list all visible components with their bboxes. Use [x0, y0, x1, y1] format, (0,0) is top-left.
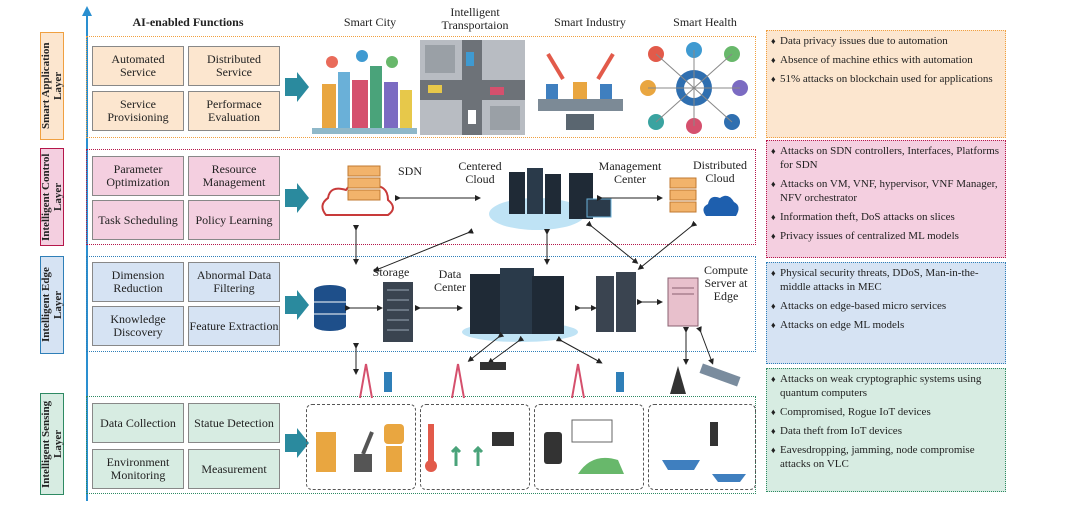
- function-distributed-service: Distributed Service: [188, 46, 280, 86]
- database-icon: [314, 285, 346, 331]
- threat-item: Attacks on SDN controllers, Interfaces, …: [771, 144, 1001, 172]
- function-policy-learning: Policy Learning: [188, 200, 280, 240]
- threat-item: Information theft, DoS attacks on slices: [771, 210, 1001, 224]
- function-service-provisioning: Service Provisioning: [92, 91, 184, 131]
- sensing-group-3: [534, 404, 644, 490]
- threat-item: Attacks on edge-based micro services: [771, 299, 1001, 313]
- header-ai-functions: AI-enabled Functions: [132, 15, 244, 29]
- sensing-towers: [359, 362, 741, 399]
- function-dimension-reduction: Dimension Reduction: [92, 262, 184, 302]
- function-data-collection: Data Collection: [92, 403, 184, 443]
- management-center-label: Management Center: [598, 159, 662, 186]
- header-smart-industry: Smart Industry: [554, 15, 626, 29]
- storage-rack-icon: [383, 282, 413, 342]
- threat-item: Data theft from IoT devices: [771, 424, 1001, 438]
- threat-item: Data privacy issues due to automation: [771, 34, 1001, 48]
- sensing-group-4: [648, 404, 756, 490]
- centered-cloud-icon: [489, 168, 585, 230]
- threat-item: Attacks on edge ML models: [771, 318, 1001, 332]
- smart-city-illustration: [312, 44, 417, 134]
- function-resource-management: Resource Management: [188, 156, 280, 196]
- centered-cloud-label: Centered Cloud: [458, 159, 502, 186]
- threat-item: Physical security threats, DDoS, Man-in-…: [771, 266, 1001, 294]
- arrow-application: [285, 72, 309, 102]
- management-center-icon: [569, 173, 612, 219]
- smart-health-illustration: [640, 42, 748, 134]
- sensing-group-2: [420, 404, 530, 490]
- header-smart-city: Smart City: [343, 15, 397, 29]
- data-center-icon: [462, 268, 578, 342]
- threats-edge: Physical security threats, DDoS, Man-in-…: [766, 262, 1006, 364]
- sdn-label: SDN: [397, 164, 422, 178]
- sdn-server-cloud-icon: [321, 165, 394, 216]
- layer-label-application: Smart Application Layer: [40, 32, 64, 140]
- function-knowledge-discovery: Knowledge Discovery: [92, 306, 184, 346]
- layer-label-edge: Intelligent Edge Layer: [40, 256, 64, 354]
- threat-item: Eavesdropping, jamming, node compromise …: [771, 443, 1001, 471]
- edge-server-rack-icon: [596, 272, 636, 332]
- function-feature-extraction: Feature Extraction: [188, 306, 280, 346]
- threats-sensing: Attacks on weak cryptographic systems us…: [766, 368, 1006, 492]
- smart-industry-illustration: [528, 44, 633, 134]
- arrow-sensing: [285, 428, 309, 458]
- vertical-axis-arrow: [82, 6, 92, 501]
- sensing-group-1: [306, 404, 416, 490]
- band-application: [86, 36, 756, 138]
- threats-application: Data privacy issues due to automation Ab…: [766, 30, 1006, 138]
- function-environment-monitoring: Environment Monitoring: [92, 449, 184, 489]
- distributed-cloud-icon: [669, 177, 739, 216]
- threat-item: 51% attacks on blockchain used for appli…: [771, 72, 1001, 86]
- intelligent-transportation-illustration: [420, 40, 525, 135]
- threat-item: Compromised, Rogue IoT devices: [771, 405, 1001, 419]
- function-task-scheduling: Task Scheduling: [92, 200, 184, 240]
- function-abnormal-data-filtering: Abnormal Data Filtering: [188, 262, 280, 302]
- function-measurement: Measurement: [188, 449, 280, 489]
- layer-label-sensing: Intelligent Sensing Layer: [40, 393, 64, 495]
- function-automated-service: Automated Service: [92, 46, 184, 86]
- sensing-devices: [316, 419, 746, 482]
- threats-control: Attacks on SDN controllers, Interfaces, …: [766, 140, 1006, 258]
- function-performance-evaluation: Performace Evaluation: [188, 91, 280, 131]
- layer-label-control: Intelligent Control Layer: [40, 148, 64, 246]
- threat-item: Privacy issues of centralized ML models: [771, 229, 1001, 243]
- header-smart-health: Smart Health: [673, 15, 737, 29]
- compute-server-label: Compute Server at Edge: [704, 263, 748, 303]
- threat-item: Attacks on weak cryptographic systems us…: [771, 372, 1001, 400]
- threat-item: Absence of machine ethics with automatio…: [771, 53, 1001, 67]
- function-parameter-optimization: Parameter Optimization: [92, 156, 184, 196]
- function-statue-detection: Statue Detection: [188, 403, 280, 443]
- header-intelligent-transportation: Intelligent Transportaion: [441, 5, 509, 32]
- distributed-cloud-label: Distributed Cloud: [693, 158, 747, 185]
- arrow-control: [285, 183, 309, 213]
- threat-item: Attacks on VM, VNF, hypervisor, VNF Mana…: [771, 177, 1001, 205]
- arrow-edge: [285, 290, 309, 320]
- compute-server-icon: [667, 277, 699, 327]
